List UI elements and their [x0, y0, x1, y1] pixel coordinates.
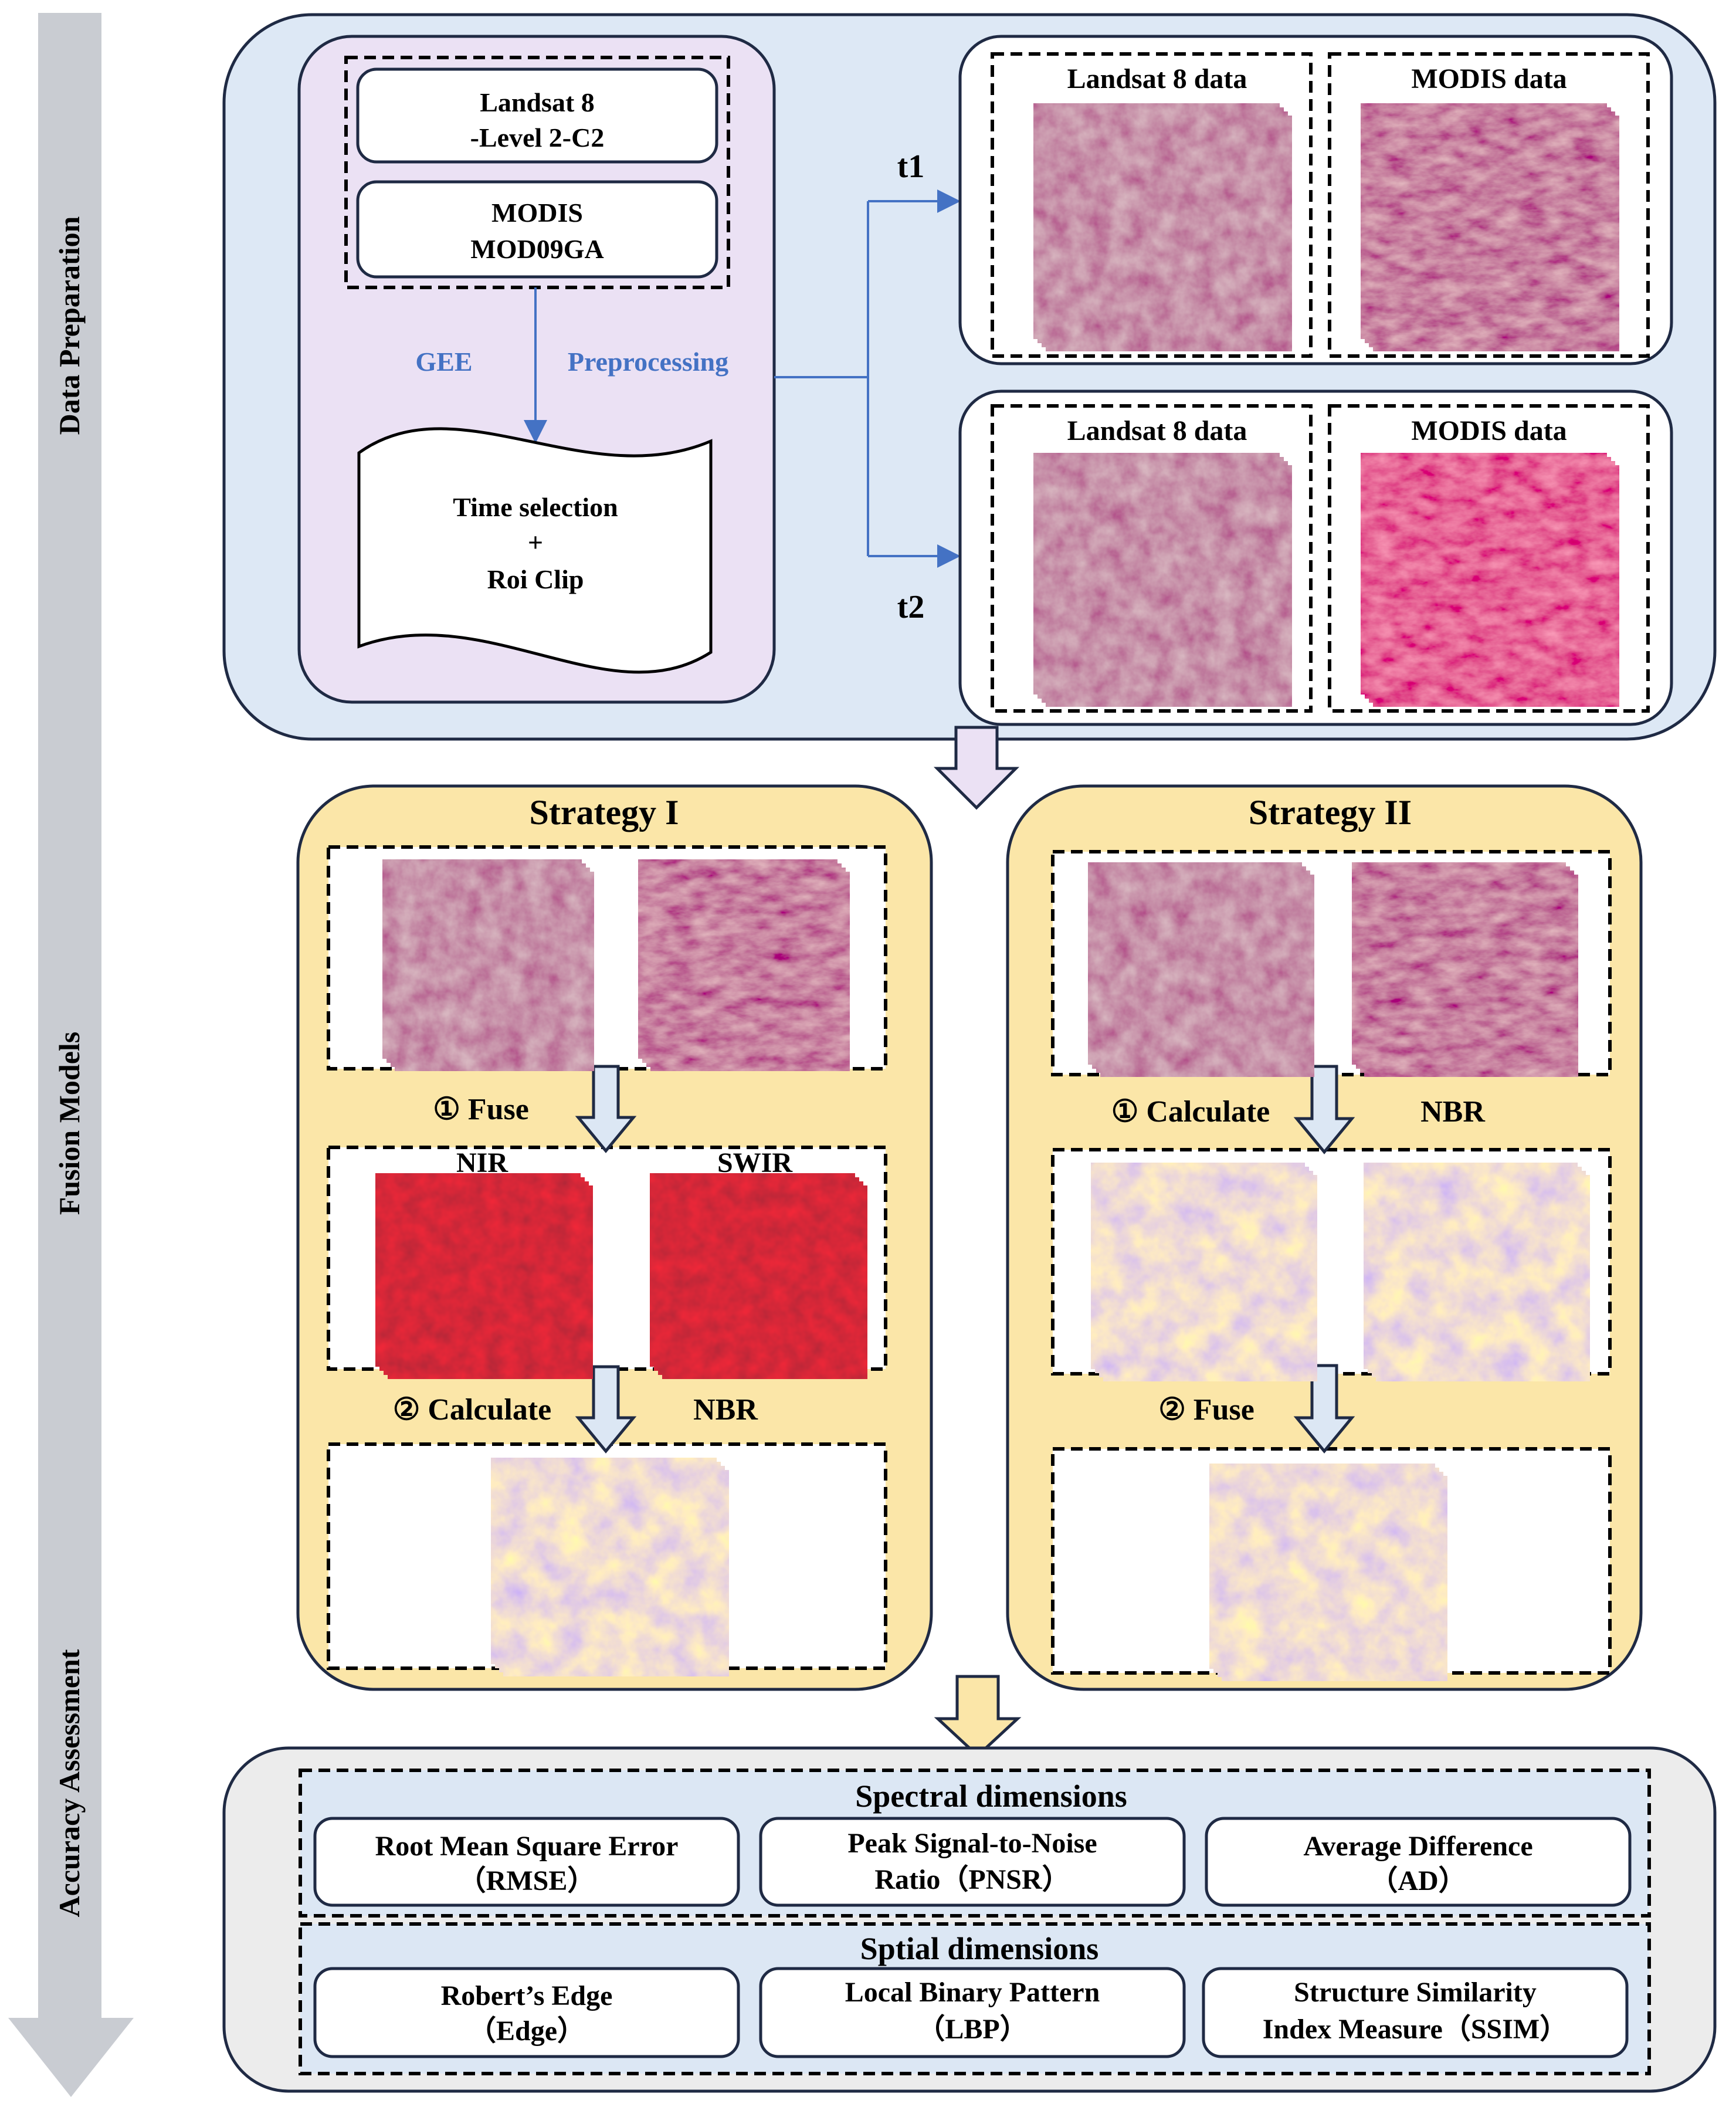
- modis-source-line2: MOD09GA: [470, 234, 603, 264]
- metric-ssim-line2: Index Measure（SSIM）: [1263, 2014, 1568, 2045]
- strategy1-step2-label: ② Calculate: [393, 1393, 551, 1427]
- spatial-dimensions-title: Sptial dimensions: [860, 1931, 1099, 1966]
- modis-source-box: [356, 180, 718, 279]
- strategy1-arrow-fuse: [575, 1065, 637, 1153]
- strategy2-arrow-calculate: [1293, 1065, 1355, 1154]
- strategy1-landsat-image: [382, 859, 595, 1072]
- strategy2-arrow-fuse: [1293, 1364, 1355, 1454]
- doc-line-roi-clip: Roi Clip: [487, 564, 584, 594]
- strategy2-step2-label: ② Fuse: [1158, 1393, 1254, 1427]
- gee-label: GEE: [415, 347, 472, 377]
- t1-modis-image: [1360, 103, 1620, 352]
- spectral-dimensions-title: Spectral dimensions: [855, 1779, 1127, 1814]
- t1-landsat-image-layer: [1033, 103, 1280, 340]
- metric-box-edge: [313, 1967, 740, 2058]
- strategy2-modis-image: [1351, 862, 1579, 1078]
- strategy2-landsat-nbr-image-layer: [1090, 1162, 1306, 1370]
- strategy2-title: Strategy II: [1249, 793, 1412, 832]
- t1-modis-label: MODIS data: [1411, 63, 1567, 94]
- strategy1-title: Strategy I: [530, 793, 679, 832]
- source-group-dashed: [344, 56, 730, 289]
- strategy2-landsat-nbr-image: [1090, 1162, 1318, 1382]
- strategy2-modis-nbr-image-layer: [1363, 1162, 1578, 1370]
- metric-box-ssim: [1202, 1967, 1629, 2058]
- strategy1-nbr-label: NBR: [693, 1393, 758, 1427]
- time-split-connector: [774, 189, 961, 568]
- doc-line-plus: +: [528, 527, 543, 557]
- fusion-to-assessment-arrow: [934, 1675, 1022, 1758]
- swir-image-layer: [649, 1173, 856, 1367]
- t1-landsat-image: [1033, 103, 1293, 352]
- metric-edge-line1: Robert’s Edge: [441, 1980, 613, 2011]
- preprocessing-label: Preprocessing: [568, 347, 728, 377]
- metric-pnsr-line1: Peak Signal-to-Noise: [847, 1828, 1097, 1859]
- t1-landsat-label: Landsat 8 data: [1067, 63, 1247, 94]
- landsat-source-line2: -Level 2-C2: [470, 123, 605, 153]
- t2-modis-image-layer: [1360, 452, 1608, 695]
- t2-landsat-label: Landsat 8 data: [1067, 415, 1247, 446]
- t2-landsat-image-layer: [1033, 452, 1280, 695]
- metric-box-lbp: [759, 1967, 1186, 2058]
- prep-to-fusion-arrow: [933, 726, 1020, 810]
- strategy1-nbr-image-layer: [490, 1457, 717, 1665]
- t2-modis-label: MODIS data: [1411, 415, 1567, 446]
- metric-rmse-line2: （RMSE）: [458, 1865, 596, 1896]
- metric-lbp-line2: （LBP）: [917, 2014, 1028, 2045]
- t2-modis-image: [1360, 452, 1620, 707]
- metric-pnsr-line2: Ratio（PNSR）: [874, 1864, 1070, 1895]
- landsat-source-box: [356, 67, 718, 164]
- modis-source-line1: MODIS: [491, 198, 583, 228]
- phase-label-data-preparation: Data Preparation: [53, 216, 86, 435]
- strategy2-fused-nbr-image: [1209, 1463, 1448, 1682]
- strategy1-nbr-image: [490, 1457, 730, 1677]
- strategy1-arrow-calculate: [575, 1365, 637, 1454]
- t2-label: t2: [897, 589, 925, 625]
- strategy1-landsat-image-layer: [382, 859, 582, 1059]
- doc-line-time-selection: Time selection: [453, 492, 618, 522]
- metric-ad-line1: Average Difference: [1303, 1831, 1532, 1862]
- metric-rmse-line1: Root Mean Square Error: [375, 1831, 679, 1862]
- strategy2-fused-nbr-image-layer: [1209, 1463, 1436, 1669]
- t1-modis-image-layer: [1360, 103, 1608, 340]
- metric-box-pnsr: [759, 1817, 1186, 1907]
- phase-label-fusion-models: Fusion Models: [53, 1032, 86, 1215]
- swir-image: [649, 1173, 868, 1380]
- strategy1-step1-label: ① Fuse: [433, 1093, 529, 1126]
- landsat-source-line1: Landsat 8: [480, 87, 595, 117]
- nir-image: [375, 1173, 594, 1380]
- phase-label-accuracy-assessment: Accuracy Assessment: [53, 1649, 86, 1917]
- strategy2-nbr-label: NBR: [1420, 1095, 1486, 1129]
- time-selection-document: [357, 427, 713, 674]
- strategy2-step1-label: ① Calculate: [1111, 1095, 1270, 1129]
- t2-modis-frame: [1328, 404, 1650, 713]
- strategy2-modis-image-layer: [1351, 862, 1567, 1065]
- strategy1-modis-image-layer: [638, 859, 838, 1059]
- t2-landsat-frame: [991, 404, 1313, 713]
- metric-lbp-line1: Local Binary Pattern: [845, 1977, 1100, 2008]
- nir-image-layer: [375, 1173, 581, 1367]
- metric-edge-line2: （Edge）: [468, 2015, 585, 2047]
- metric-ssim-line1: Structure Similarity: [1294, 1977, 1537, 2008]
- strategy2-landsat-image: [1087, 862, 1315, 1078]
- strategy2-modis-nbr-image: [1363, 1162, 1591, 1382]
- metric-ad-line2: （AD）: [1369, 1865, 1466, 1896]
- t1-label: t1: [897, 148, 925, 185]
- phase-arrow: [8, 13, 134, 2097]
- t2-landsat-image: [1033, 452, 1293, 707]
- strategy2-landsat-image-layer: [1087, 862, 1303, 1065]
- metric-box-ad: [1205, 1817, 1632, 1907]
- metric-box-rmse: [313, 1817, 740, 1907]
- strategy1-modis-image: [638, 859, 850, 1072]
